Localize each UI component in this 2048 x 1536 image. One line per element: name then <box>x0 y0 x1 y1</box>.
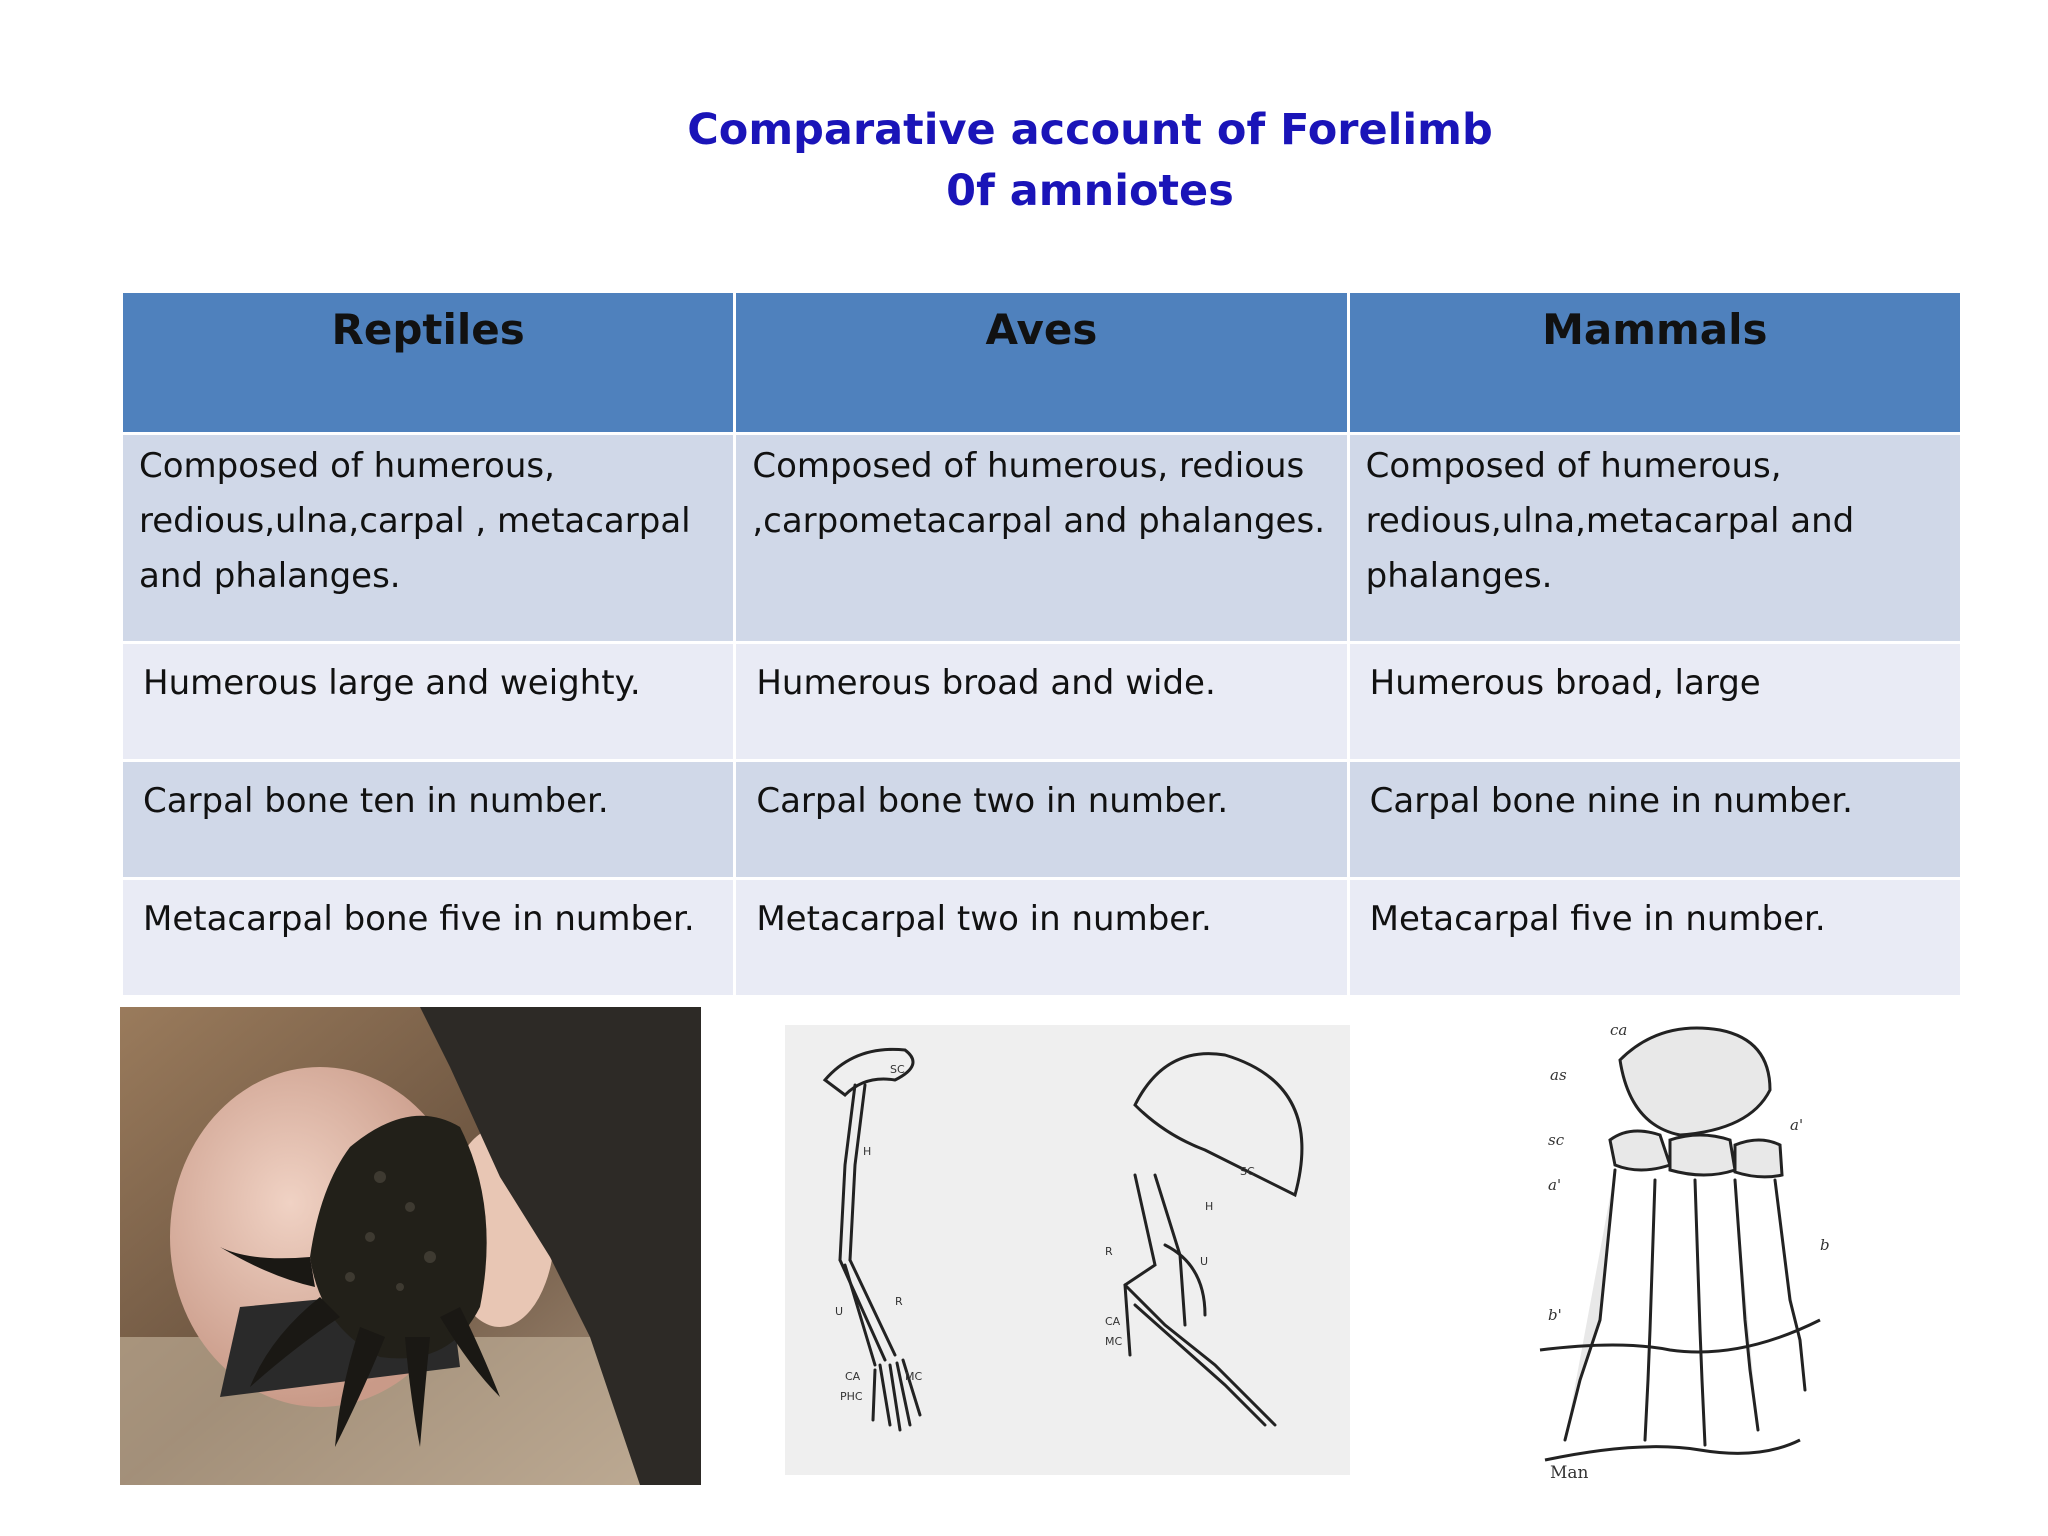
svg-text:U: U <box>1200 1255 1208 1268</box>
svg-text:b': b' <box>1548 1306 1562 1324</box>
svg-text:U: U <box>835 1305 843 1318</box>
svg-text:MC: MC <box>905 1370 922 1383</box>
svg-text:CA: CA <box>845 1370 861 1383</box>
table-cell: Composed of humerous, redious,ulna,carpa… <box>119 432 737 644</box>
comparison-table: Reptiles Aves Mammals Composed of humero… <box>119 290 1964 998</box>
table-row: Carpal bone ten in number. Carpal bone t… <box>119 759 1964 880</box>
svg-text:b: b <box>1820 1236 1830 1254</box>
svg-text:ca: ca <box>1610 1021 1627 1039</box>
slide-title: Comparative account of Forelimb 0f amnio… <box>610 100 1570 222</box>
svg-text:MC: MC <box>1105 1335 1122 1348</box>
header-mammals: Mammals <box>1346 290 1964 435</box>
header-aves: Aves <box>733 290 1350 435</box>
table-cell: Composed of humerous, redious ,carpometa… <box>733 432 1350 644</box>
svg-text:as: as <box>1550 1066 1567 1084</box>
table-row: Humerous large and weighty. Humerous bro… <box>119 641 1964 762</box>
title-line-1: Comparative account of Forelimb <box>687 105 1493 155</box>
table-cell: Composed of humerous, redious,ulna,metac… <box>1346 432 1964 644</box>
svg-text:R: R <box>895 1295 903 1308</box>
comparison-table-wrapper: Reptiles Aves Mammals Composed of humero… <box>119 290 1964 998</box>
svg-text:a': a' <box>1548 1176 1561 1194</box>
svg-text:H: H <box>1205 1200 1213 1213</box>
svg-text:H: H <box>863 1145 871 1158</box>
table-cell: Humerous broad and wide. <box>733 641 1350 762</box>
table-cell: Metacarpal five in number. <box>1346 877 1964 998</box>
svg-text:SC: SC <box>890 1063 905 1076</box>
svg-text:CA: CA <box>1105 1315 1121 1328</box>
svg-text:a': a' <box>1790 1116 1803 1134</box>
table-cell: Metacarpal two in number. <box>733 877 1350 998</box>
table-header-row: Reptiles Aves Mammals <box>119 290 1964 435</box>
table-cell: Carpal bone ten in number. <box>119 759 737 880</box>
aves-forelimb-diagram: SC H U R CA MC PHC SC H R U CA MC <box>785 1025 1350 1475</box>
title-line-2: 0f amniotes <box>946 166 1234 216</box>
table-cell: Carpal bone nine in number. <box>1346 759 1964 880</box>
svg-text:R: R <box>1105 1245 1113 1258</box>
table-row: Composed of humerous, redious,ulna,carpa… <box>119 432 1964 644</box>
table-cell: Humerous large and weighty. <box>119 641 737 762</box>
svg-text:SC: SC <box>1240 1165 1255 1178</box>
mammal-diagram-caption: Man <box>1550 1463 1589 1482</box>
header-reptiles: Reptiles <box>119 290 737 435</box>
svg-text:sc: sc <box>1548 1131 1565 1149</box>
reptile-forelimb-photo <box>120 1007 701 1485</box>
mammal-forelimb-diagram: ca as sc a' a' b' b Man <box>1520 1020 1860 1482</box>
table-cell: Carpal bone two in number. <box>733 759 1350 880</box>
table-cell: Humerous broad, large <box>1346 641 1964 762</box>
svg-text:PHC: PHC <box>840 1390 863 1403</box>
table-cell: Metacarpal bone five in number. <box>119 877 737 998</box>
table-row: Metacarpal bone five in number. Metacarp… <box>119 877 1964 998</box>
